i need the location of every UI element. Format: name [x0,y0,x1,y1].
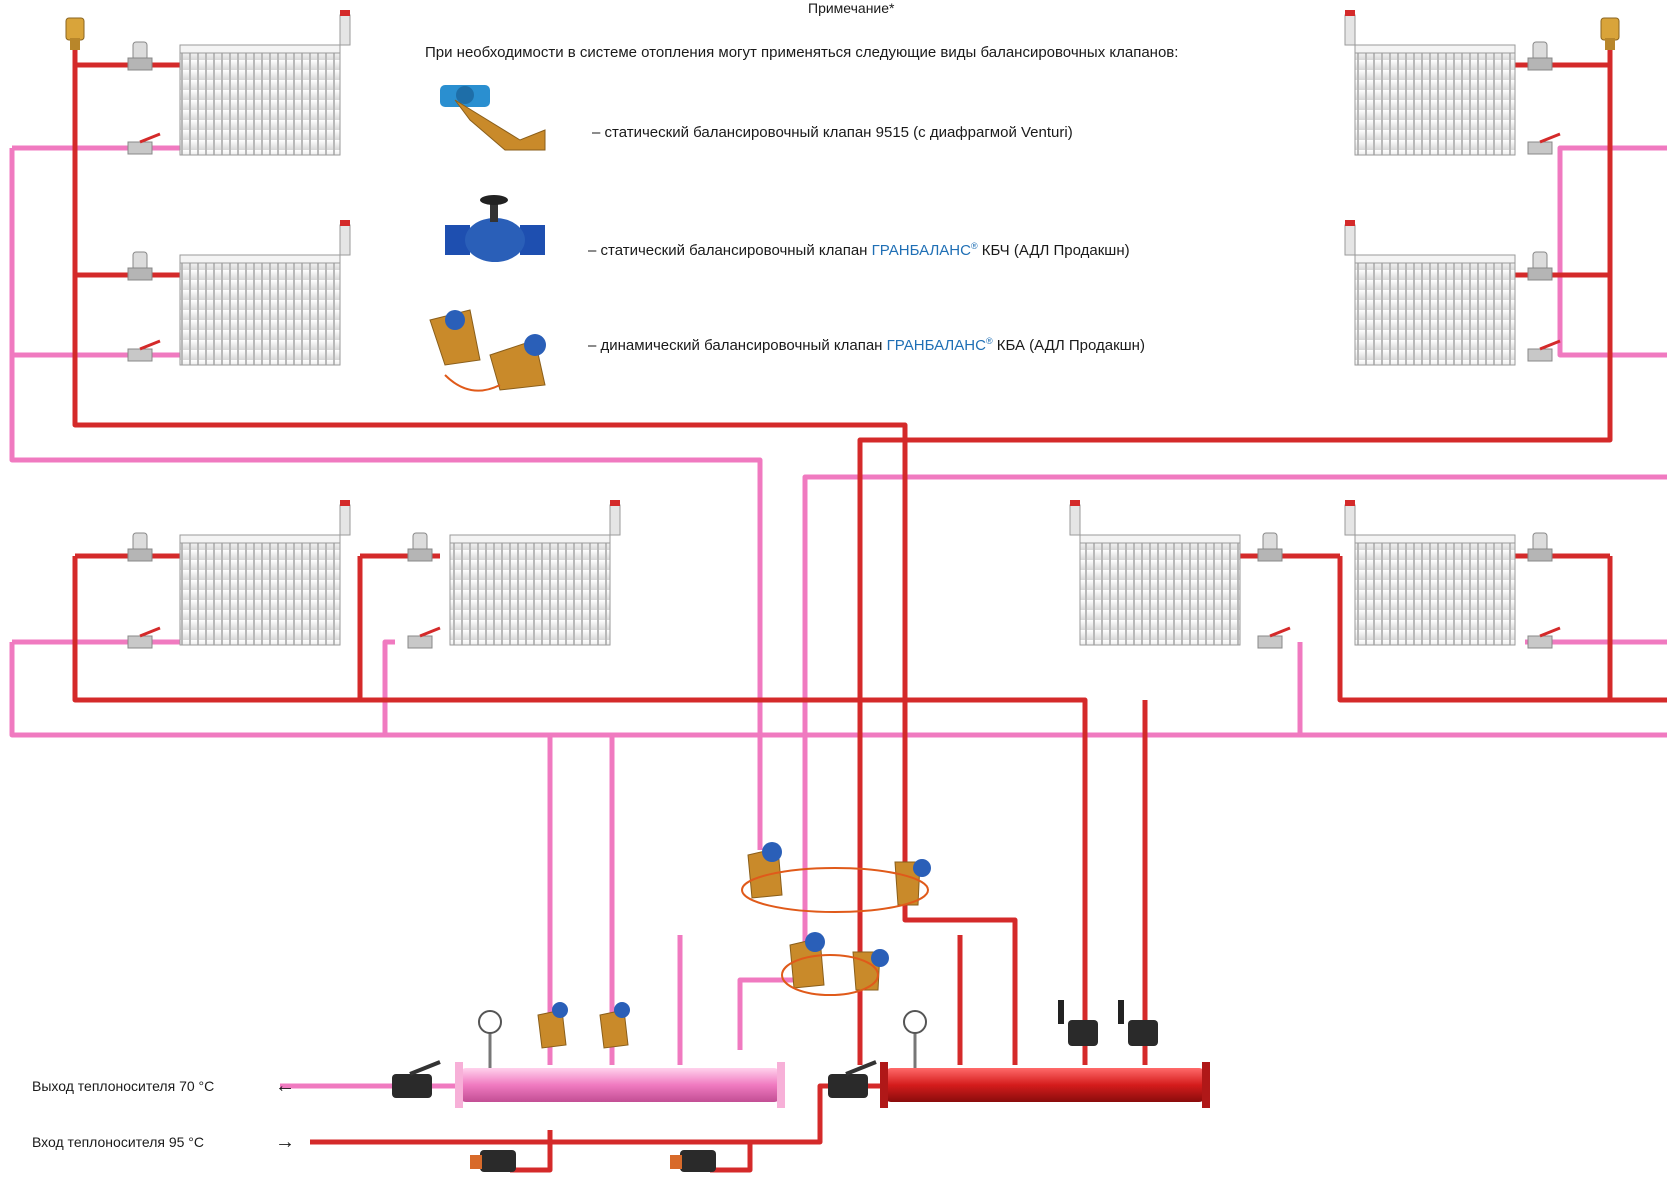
supply-pipes [72,50,1667,1173]
outlet-arrow-icon: ← [275,1075,295,1097]
radiator-8 [1344,220,1516,366]
pressure-gauge-icon [478,1010,927,1068]
note-item-prefix: – статический балансировочный клапан 951… [592,124,1073,141]
kba-valve-pair-upper [741,842,931,913]
balancing-valve-kbch-icon [445,195,545,262]
note-item-suffix: КБЧ (АДЛ Продакшн) [977,242,1130,259]
supply-shutoff-valve-icon [1058,1000,1158,1046]
note-item-prefix: – статический балансировочный клапан [588,242,872,259]
outlet-label: Выход теплоносителя 70 °C [32,1078,215,1094]
inlet-arrow-icon: → [275,1131,295,1153]
registered-mark: ® [970,241,978,251]
radiator-3 [179,500,351,646]
radiator-1 [179,10,351,156]
air-vent-icon [65,17,1620,50]
radiator-valves [127,41,1561,649]
registered-mark: ® [985,336,993,346]
radiator-5 [1069,500,1241,646]
note-item-brand: ГРАНБАЛАНС [871,242,971,259]
note-item-kbch: – статический балансировочный клапан ГРА… [588,241,1130,259]
note-item-suffix: КБА (АДЛ Продакшн) [992,337,1145,354]
radiator-4 [449,500,621,646]
balancing-valve-kba-icon [429,309,546,392]
note-item-kba: – динамический балансировочный клапан ГР… [588,336,1145,354]
radiator-6 [1344,500,1516,646]
note-intro: При необходимости в системе отопления мо… [425,44,1179,61]
ball-valve-icon [392,1060,877,1172]
note-item-brand: ГРАНБАЛАНС [886,337,986,354]
return-manifold [455,1062,785,1108]
note-item-prefix: – динамический балансировочный клапан [588,337,887,354]
radiator-7 [1344,10,1516,156]
kba-valve-pair-lower [781,932,889,996]
inlet-label: Вход теплоносителя 95 °C [32,1134,205,1150]
shutoff-valve-icon [127,132,1561,649]
radiator-2 [179,220,351,366]
static-balancing-valve-icon [537,1002,630,1049]
radiator-group [179,10,1516,646]
supply-manifold [880,1062,1210,1108]
thermostatic-head-icon [127,41,1553,562]
balancing-valve-9515-icon [440,85,546,151]
note-item-9515: – статический балансировочный клапан 951… [592,124,1073,141]
note-title: Примечание* [808,0,895,16]
